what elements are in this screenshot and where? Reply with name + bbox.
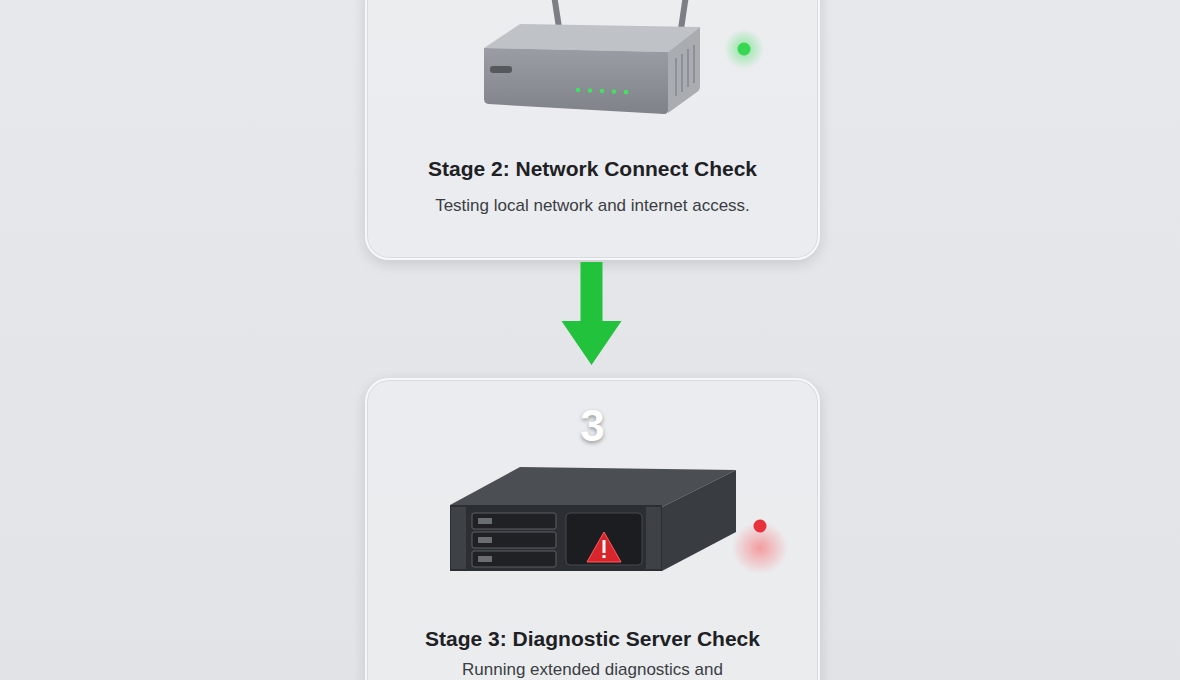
stage-title: Stage 3: Diagnostic Server Check [367,626,818,651]
server-illustration [450,467,788,574]
status-glow [732,522,788,574]
server-side [662,470,736,571]
router-antenna [554,0,560,34]
stage-title: Stage 2: Network Connect Check [367,156,818,181]
status-light [738,43,751,56]
router-leds [576,88,629,95]
router-slot [490,66,512,73]
router-side [668,27,700,113]
stage-description: Testing local network and internet acces… [367,196,818,216]
step-number: 3 [367,400,818,453]
router-top [484,24,700,52]
warning-triangle [587,532,621,562]
flow-arrow [562,262,622,365]
stage-card: 3Stage 3: Diagnostic Server CheckRunning… [365,378,820,680]
warning-mark [603,540,606,553]
router-front [484,48,668,114]
server-ear [451,507,466,569]
status-glow [724,29,764,69]
router-antenna [680,0,686,36]
drive-bays [472,513,556,567]
status-light [754,520,767,533]
server-ear [646,507,661,569]
server-display [566,513,642,565]
server-front [450,505,662,571]
router-vents [676,45,694,96]
server-top [450,467,736,507]
router-illustration [484,0,764,114]
warning-mark [603,555,606,558]
stage-card: Stage 2: Network Connect CheckTesting lo… [365,0,820,260]
stage-description: Running extended diagnostics and [367,660,818,680]
